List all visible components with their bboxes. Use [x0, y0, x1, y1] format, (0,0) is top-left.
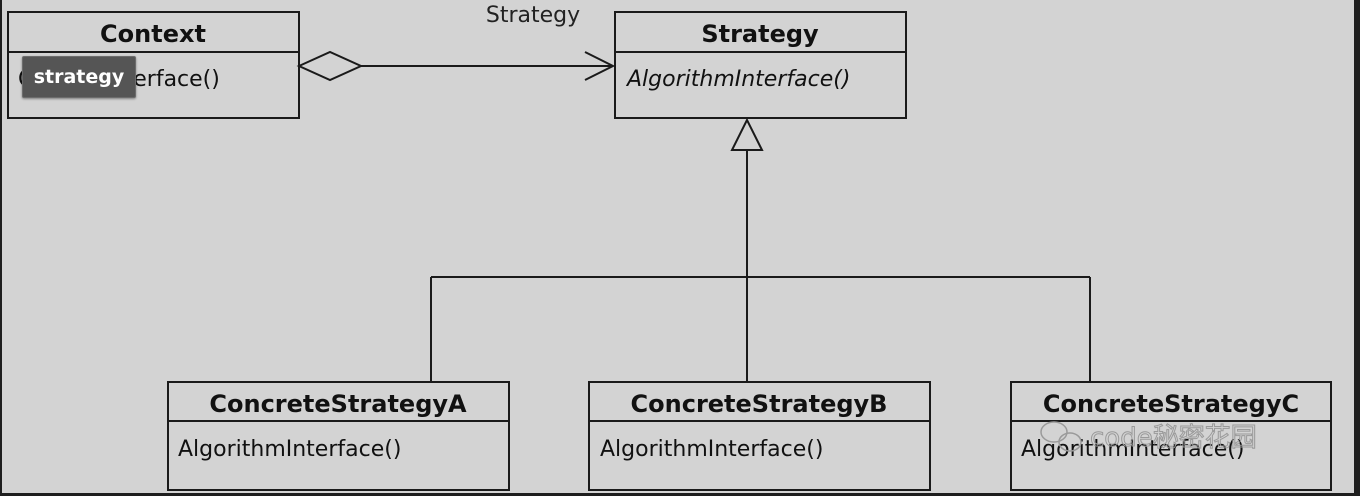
concrete-strategy-b-operation: AlgorithmInterface(): [600, 437, 823, 462]
watermark: code秘密花园: [1040, 421, 1257, 454]
generalization-tree: [430, 117, 1091, 382]
concrete-strategy-c-box: [1010, 381, 1332, 491]
concrete-strategy-c-class: ConcreteStrategyC AlgorithmInterface(): [1010, 381, 1332, 491]
concrete-strategy-a-operation: AlgorithmInterface(): [178, 437, 401, 462]
strategy-class-box: [614, 11, 907, 119]
concrete-strategy-a-box: [167, 381, 510, 491]
concrete-strategy-b-name: ConcreteStrategyB: [631, 390, 888, 418]
tooltip: strategy: [22, 56, 136, 98]
concrete-strategy-b-class: ConcreteStrategyB AlgorithmInterface(): [588, 381, 931, 491]
association-arrowhead: [584, 51, 616, 81]
concrete-strategy-a-name: ConcreteStrategyA: [209, 390, 467, 418]
wechat-icon: [1040, 421, 1082, 452]
concrete-strategy-c-name: ConcreteStrategyC: [1043, 390, 1299, 418]
concrete-strategy-b-box: [588, 381, 931, 491]
inheritance-triangle: [730, 117, 764, 151]
watermark-text: code秘密花园: [1090, 423, 1257, 453]
strategy-class: Strategy AlgorithmInterface(): [614, 11, 907, 119]
context-class-name: Context: [100, 20, 206, 48]
concrete-strategy-a-class: ConcreteStrategyA AlgorithmInterface(): [167, 381, 510, 491]
strategy-class-name: Strategy: [701, 20, 819, 48]
aggregation-association: Strategy: [296, 3, 616, 82]
aggregation-diamond: [296, 50, 364, 82]
association-role-label: Strategy: [486, 3, 580, 28]
strategy-class-operation: AlgorithmInterface(): [625, 67, 850, 92]
